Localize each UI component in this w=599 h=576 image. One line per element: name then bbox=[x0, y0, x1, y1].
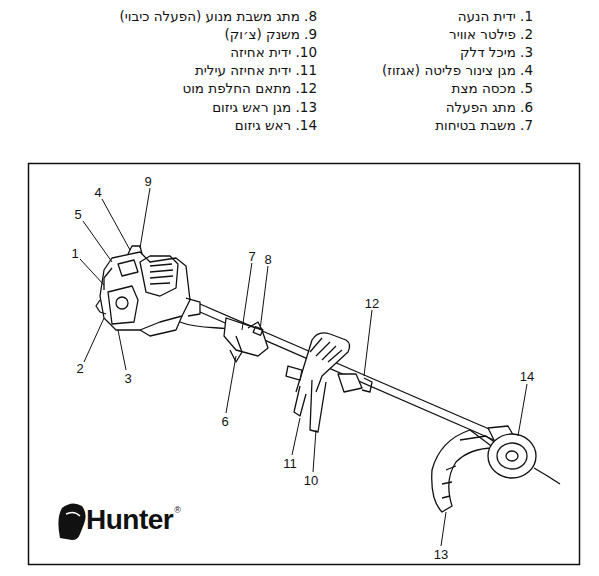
callout-number: 7 bbox=[247, 250, 256, 263]
legend-entry: 14. ראש גיזום bbox=[235, 119, 317, 133]
legend-entry: 6. מתג הפעלה bbox=[446, 101, 533, 115]
legend-entry: 9. משנק (צ׳וק) bbox=[224, 28, 317, 42]
callout-number: 13 bbox=[433, 548, 449, 561]
legend-entry: 5. מכסה מצת bbox=[452, 82, 533, 96]
callout-number: 5 bbox=[73, 208, 82, 221]
callout-number: 12 bbox=[364, 297, 380, 310]
callout-number: 6 bbox=[220, 415, 229, 428]
callout-number: 2 bbox=[75, 362, 84, 375]
legend-entry: 4. מגן צינור פליטה (אגזוז) bbox=[382, 64, 533, 78]
callout-number: 1 bbox=[70, 247, 79, 260]
registered-mark: ® bbox=[174, 506, 181, 515]
callout-number: 9 bbox=[143, 175, 152, 188]
callout-number: 10 bbox=[303, 474, 319, 487]
legend-entry: 10. ידית אחיזה bbox=[230, 46, 317, 60]
brand-logo: Hunter bbox=[86, 506, 173, 534]
callout-number: 3 bbox=[123, 372, 132, 385]
legend-entry: 2. פילטר אוויר bbox=[449, 28, 533, 42]
legend-entry: 7. משבת בטיחות bbox=[435, 119, 533, 133]
legend-entry: 1. ידית הנעה bbox=[458, 10, 533, 24]
legend-entry: 12. מתאם החלפת מוט bbox=[182, 82, 317, 96]
callout-number: 4 bbox=[93, 186, 102, 199]
legend-entry: 11. ידית אחיזה עילית bbox=[195, 64, 317, 78]
callout-number: 11 bbox=[282, 457, 298, 470]
legend-entry: 13. מגן ראש גיזום bbox=[212, 101, 317, 115]
legend-entry: 8. מתג משבת מנוע (הפעלה כיבוי) bbox=[120, 10, 317, 24]
legend-entry: 3. מיכל דלק bbox=[460, 46, 533, 60]
callout-number: 14 bbox=[519, 370, 535, 383]
callout-number: 8 bbox=[263, 253, 272, 266]
